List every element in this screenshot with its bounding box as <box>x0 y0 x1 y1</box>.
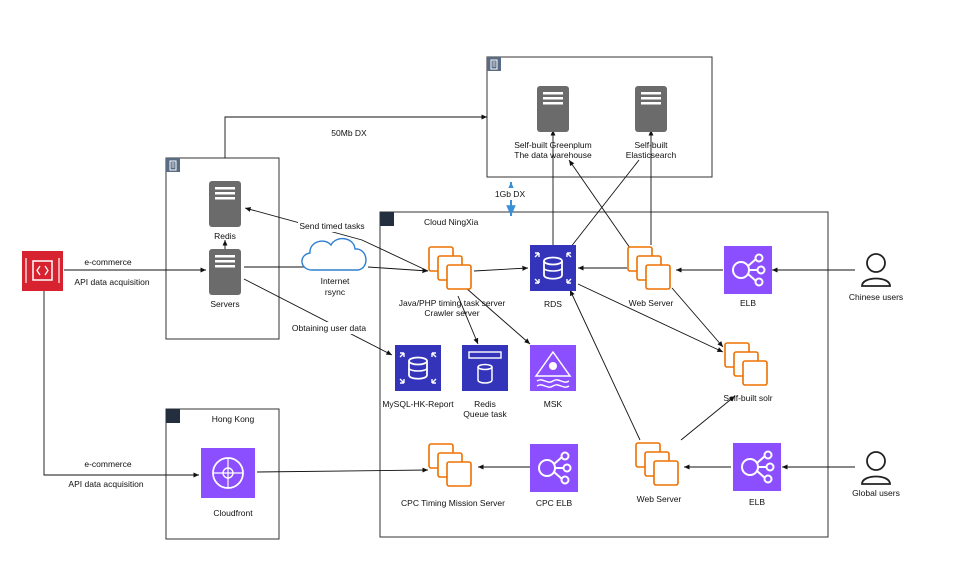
cpc-timing-node[interactable]: CPC Timing Mission Server <box>401 443 505 508</box>
greenplum-node[interactable]: Self-built Greenplum The data warehouse <box>514 86 592 160</box>
edge-label-50mb-dx: 50Mb DX <box>331 128 367 138</box>
node-label: RDS <box>544 299 562 309</box>
region-title: Hong Kong <box>212 414 255 424</box>
elasticsearch-node[interactable]: Self-built Elasticsearch <box>626 86 677 160</box>
edge-label-obtaining-user-data: Obtaining user data <box>292 323 366 333</box>
task-server-node[interactable]: Java/PHP timing task server Crawler serv… <box>399 246 506 318</box>
edge-label-ecommerce: e-commerce <box>84 459 132 469</box>
internet-cloud-icon <box>301 238 367 271</box>
edge-internet-task <box>367 266 429 274</box>
edge-task-rds <box>473 265 529 272</box>
node-label: MSK <box>544 399 563 409</box>
api-gateway-node[interactable] <box>22 251 63 291</box>
ningxia-region-group: Cloud NingXia <box>379 211 829 538</box>
node-label: ELB <box>749 497 765 507</box>
rds-node[interactable]: RDS <box>529 244 577 309</box>
edge-send-timed-tasks <box>244 207 429 272</box>
global-users-node[interactable]: Global users <box>852 451 900 498</box>
ec2-instances-icon <box>635 442 679 486</box>
elb-cn-node[interactable]: ELB <box>723 245 773 308</box>
server-rack-icon <box>209 249 241 295</box>
region-title: Cloud NingXia <box>424 217 479 227</box>
solr-node[interactable]: Self-built solr <box>723 342 773 403</box>
redis-server-node[interactable]: Redis <box>209 181 241 241</box>
server-rack-icon <box>537 86 569 132</box>
node-label: ELB <box>740 298 756 308</box>
node-label-line1: Java/PHP timing task server <box>399 298 506 308</box>
node-label-line2: rsync <box>325 287 346 297</box>
node-label-line1: Self-built <box>634 140 668 150</box>
edge-webglobal-solr <box>680 395 736 441</box>
edge-cloudfront-cpc <box>256 467 429 473</box>
elastic-load-balancer-icon <box>723 245 773 295</box>
web-server-global-node[interactable]: Web Server <box>635 442 682 504</box>
edge-rds-elasticsearch <box>569 159 640 249</box>
user-icon <box>861 451 891 485</box>
node-label: Cloudfront <box>213 508 253 518</box>
node-label: Servers <box>210 299 239 309</box>
edge-webglobal-rds <box>569 289 641 441</box>
edge-50mb-dx <box>224 114 487 158</box>
edge-label-api: API data acquisition <box>74 277 149 287</box>
node-label-line2: Crawler server <box>424 308 479 318</box>
ec2-instances-icon <box>428 443 472 487</box>
ec2-instances-icon <box>724 342 768 386</box>
node-label: MySQL-HK-Report <box>382 399 454 409</box>
node-label: Global users <box>852 488 900 498</box>
api-gateway-icon <box>22 251 63 291</box>
cpc-elb-node[interactable]: CPC ELB <box>529 443 579 508</box>
edge-task-msk <box>465 287 531 345</box>
cloudfront-node[interactable]: Cloudfront <box>201 448 255 518</box>
rds-database-icon <box>394 344 442 392</box>
edge-web-greenplum <box>568 159 631 249</box>
building-icon <box>486 56 502 72</box>
edge-label-ecommerce: e-commerce <box>84 257 132 267</box>
edge-label-send-timed-tasks: Send timed tasks <box>299 221 364 231</box>
edge-rds-solr <box>577 283 724 353</box>
node-label-line2: Queue task <box>463 409 507 419</box>
internet-node[interactable]: Internet rsync <box>301 238 367 297</box>
region-flag-icon <box>380 212 394 226</box>
building-icon <box>165 157 181 173</box>
node-label: CPC ELB <box>536 498 573 508</box>
chinese-users-node[interactable]: Chinese users <box>849 253 903 302</box>
edge-api-cloudfront <box>43 290 199 478</box>
ec2-instances-icon <box>627 246 671 290</box>
rds-database-icon <box>529 244 577 292</box>
server-rack-icon <box>209 181 241 227</box>
elastic-load-balancer-icon <box>529 443 579 493</box>
hongkong-region-group: Hong Kong <box>165 408 280 540</box>
node-label-line1: Internet <box>321 276 350 286</box>
msk-node[interactable]: MSK <box>530 345 576 409</box>
edge-obtaining-user-data <box>243 278 393 356</box>
node-label: Web Server <box>629 298 674 308</box>
left-data-center-group <box>165 157 280 340</box>
node-label: Redis <box>214 231 236 241</box>
mysql-hk-node[interactable]: MySQL-HK-Report <box>382 344 454 409</box>
elb-global-node[interactable]: ELB <box>732 442 782 507</box>
node-label: Self-built solr <box>723 393 772 403</box>
node-label-line1: Redis <box>474 399 496 409</box>
web-server-cn-node[interactable]: Web Server <box>627 246 674 308</box>
connections <box>43 114 855 478</box>
edge-task-redisqueue <box>457 295 479 345</box>
node-label-line2: Elasticsearch <box>626 150 677 160</box>
node-label: Chinese users <box>849 292 903 302</box>
servers-node[interactable]: Servers <box>209 249 241 309</box>
node-label: Web Server <box>637 494 682 504</box>
region-flag-icon <box>166 409 180 423</box>
node-label-line2: The data warehouse <box>514 150 592 160</box>
node-label-line1: Self-built Greenplum <box>514 140 591 150</box>
node-label: CPC Timing Mission Server <box>401 498 505 508</box>
edge-label-1gb-dx: 1Gb DX <box>495 189 526 199</box>
elastic-load-balancer-icon <box>732 442 782 492</box>
server-rack-icon <box>635 86 667 132</box>
ec2-instances-icon <box>428 246 472 290</box>
redis-queue-node[interactable]: Redis Queue task <box>462 345 508 419</box>
edge-web-solr <box>671 287 724 348</box>
edge-label-api: API data acquisition <box>68 479 143 489</box>
user-icon <box>861 253 891 287</box>
